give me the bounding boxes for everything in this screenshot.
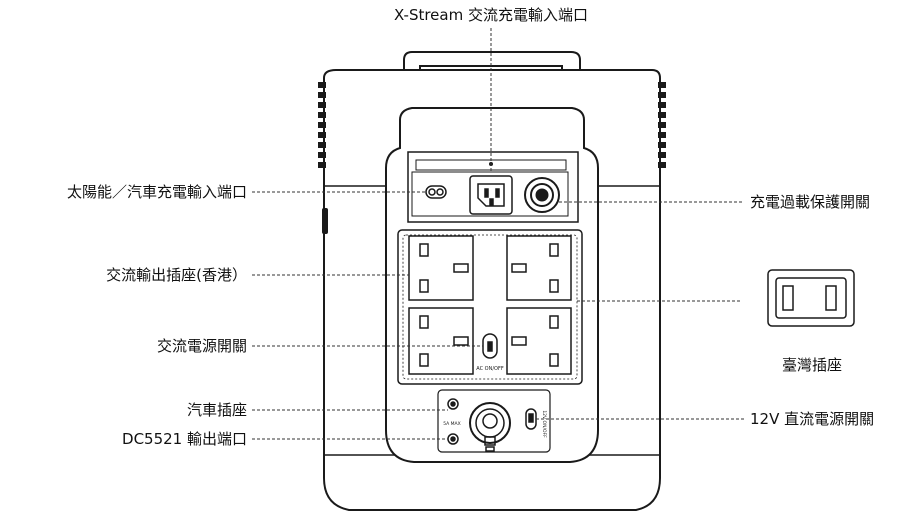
ac-on-off-marking: AC ON/OFF — [476, 366, 504, 372]
solar-car-input-port — [425, 185, 447, 199]
vent-right — [658, 82, 666, 168]
label-solar-car-input: 太陽能／汽車充電輸入端口 — [66, 183, 247, 201]
outlet-area — [397, 229, 583, 385]
leader-lines — [252, 28, 744, 440]
dc-on-off-marking: 12V ON/OFF — [541, 410, 547, 438]
taiwan-socket-illustration — [767, 269, 855, 327]
label-dc5521-output: DC5521 輸出端口 — [122, 430, 247, 448]
label-overload-protection: 充電過載保護開關 — [750, 193, 871, 211]
label-xstream-ac-input: X-Stream 交流充電輸入端口 — [394, 6, 588, 24]
ac-outlet-2 — [506, 235, 572, 301]
car-socket — [469, 402, 511, 452]
label-taiwan-socket: 臺灣插座 — [781, 356, 842, 374]
label-car-socket: 汽車插座 — [186, 401, 247, 419]
label-ac-power-switch: 交流電源開關 — [156, 337, 247, 355]
overload-protection-button — [524, 177, 560, 213]
max-5a-marking: 5A MAX — [443, 421, 460, 427]
dc-area — [437, 389, 551, 453]
input-port-strip — [407, 151, 579, 223]
label-ac-outlet-hk: 交流輸出插座(香港） — [106, 266, 247, 284]
label-12v-dc-switch: 12V 直流電源開關 — [750, 410, 875, 428]
ac-outlet-3 — [408, 307, 474, 375]
ac-input-port — [469, 175, 513, 215]
ac-outlet-1 — [408, 235, 474, 301]
ac-outlet-4 — [506, 307, 572, 375]
vent-left — [318, 82, 328, 234]
